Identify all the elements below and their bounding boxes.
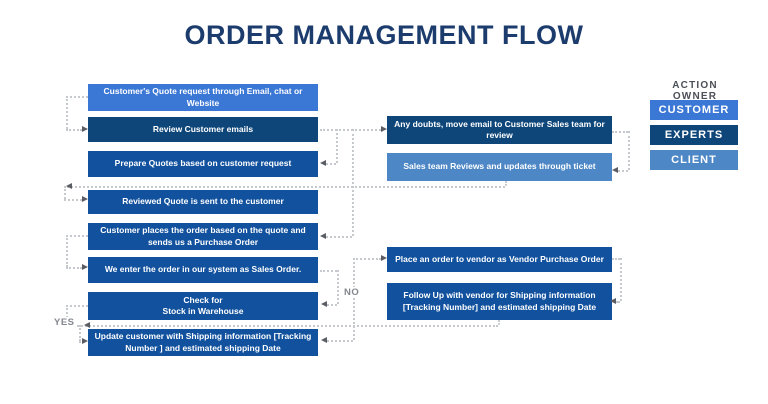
node-label: Check for Stock in Warehouse: [162, 294, 244, 316]
decision-label-no: NO: [342, 287, 362, 298]
arrowhead-icon: [82, 338, 88, 344]
node-quote-sent: Reviewed Quote is sent to the customer: [88, 190, 318, 214]
arrowhead-icon: [66, 183, 72, 189]
node-purchase-order: Customer places the order based on the q…: [88, 223, 318, 250]
node-prepare-quotes: Prepare Quotes based on customer request: [88, 151, 318, 177]
arrowhead-icon: [320, 160, 326, 166]
legend-item-experts: EXPERTS: [650, 125, 738, 145]
node-label: Reviewed Quote is sent to the customer: [122, 196, 284, 207]
node-sales-order: We enter the order in our system as Sale…: [88, 257, 318, 283]
node-follow-up-vendor: Follow Up with vendor for Shipping infor…: [387, 283, 612, 320]
node-quote-request: Customer's Quote request through Email, …: [88, 84, 318, 111]
connector-line: [320, 270, 337, 272]
connector-line: [352, 129, 354, 236]
connector-line: [66, 235, 68, 267]
connector-line: [353, 258, 381, 260]
connector-line: [498, 320, 500, 325]
connector-line: [326, 236, 352, 238]
legend-heading: ACTION OWNER: [672, 80, 718, 102]
arrowhead-icon: [84, 322, 90, 328]
connector-line: [66, 325, 498, 327]
connector-line: [326, 163, 336, 165]
legend-item-customer: CUSTOMER: [650, 100, 738, 120]
legend-label: CUSTOMER: [658, 104, 730, 116]
connector-line: [628, 131, 630, 170]
arrowhead-icon: [82, 196, 88, 202]
connector-line: [64, 186, 66, 199]
arrowhead-icon: [320, 233, 326, 239]
arrowhead-icon: [82, 264, 88, 270]
node-label: Customer places the order based on the q…: [100, 225, 306, 247]
decision-label-yes: YES: [52, 317, 77, 328]
connector-line: [66, 305, 88, 307]
connector-line: [336, 129, 338, 163]
arrowhead-icon: [82, 126, 88, 132]
arrowhead-icon: [321, 337, 327, 343]
connector-line: [616, 301, 620, 303]
arrowhead-icon: [610, 298, 616, 304]
node-any-doubts: Any doubts, move email to Customer Sales…: [387, 116, 612, 144]
connector-line: [64, 186, 505, 188]
node-label: Any doubts, move email to Customer Sales…: [394, 118, 605, 140]
connector-line: [618, 170, 628, 172]
node-label: Customer's Quote request through Email, …: [103, 86, 303, 108]
node-label: Review Customer emails: [152, 123, 254, 134]
legend-label: CLIENT: [671, 154, 717, 166]
connector-line: [320, 129, 381, 131]
connector-line: [327, 340, 353, 342]
connector-line: [66, 267, 82, 269]
connector-line: [64, 199, 82, 201]
arrowhead-icon: [321, 301, 327, 307]
legend-item-client: CLIENT: [650, 150, 738, 170]
connector-line: [66, 96, 88, 98]
node-label: Update customer with Shipping informatio…: [94, 331, 312, 353]
connector-line: [66, 305, 68, 325]
connector-line: [620, 258, 622, 301]
node-review-emails: Review Customer emails: [88, 117, 318, 142]
arrowhead-icon: [381, 126, 387, 132]
page-title: ORDER MANAGEMENT FLOW: [184, 20, 584, 50]
arrowhead-icon: [381, 255, 387, 261]
node-label: Follow Up with vendor for Shipping infor…: [402, 290, 597, 312]
connector-line: [353, 258, 355, 340]
node-label: Sales team Reviews and updates through t…: [403, 161, 596, 172]
connector-line: [327, 304, 337, 306]
node-label: Place an order to vendor as Vendor Purch…: [395, 253, 604, 264]
connector-line: [337, 270, 339, 304]
node-sales-team-reviews: Sales team Reviews and updates through t…: [387, 153, 612, 181]
node-vendor-purchase-order: Place an order to vendor as Vendor Purch…: [387, 247, 612, 272]
legend-label: EXPERTS: [664, 129, 724, 141]
connector-line: [66, 235, 88, 237]
node-label: We enter the order in our system as Sale…: [104, 264, 302, 275]
connector-line: [612, 131, 628, 133]
node-label: Prepare Quotes based on customer request: [114, 158, 292, 169]
connector-line: [66, 96, 68, 129]
connector-line: [79, 325, 81, 341]
connector-line: [612, 258, 620, 260]
connector-line: [505, 181, 507, 186]
node-check-stock: Check for Stock in Warehouse: [88, 292, 318, 320]
node-update-customer-shipping: Update customer with Shipping informatio…: [88, 329, 318, 356]
connector-line: [66, 129, 82, 131]
arrowhead-icon: [612, 167, 618, 173]
